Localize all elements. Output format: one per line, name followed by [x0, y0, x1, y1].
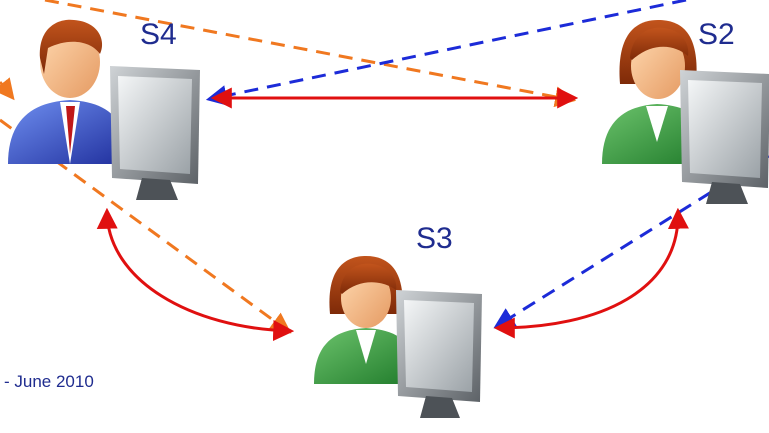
user-icon-male	[8, 19, 130, 164]
footer-date-text: - June 2010	[4, 372, 94, 391]
node-label-s4: S4	[140, 18, 177, 51]
blue-dashed-link-s2-s4	[205, 0, 687, 106]
node-label-s3: S3	[416, 222, 453, 255]
computer-monitor-icon	[110, 66, 200, 200]
orange-dashed-link-s4-s2	[44, 0, 577, 108]
node-label-s2: S2	[698, 18, 735, 51]
user-icon-female	[602, 20, 714, 164]
red-link-s4-s3	[96, 207, 295, 341]
computer-monitor-icon	[396, 290, 482, 418]
orange-dashed-link-offscreen-s4	[0, 77, 15, 101]
red-link-s2-s3	[493, 207, 689, 339]
user-icon-female	[314, 256, 418, 384]
node-s3: S3	[314, 222, 482, 418]
computer-monitor-icon	[680, 70, 769, 204]
node-s2: S2	[602, 18, 769, 204]
node-s4: S4	[8, 18, 200, 200]
